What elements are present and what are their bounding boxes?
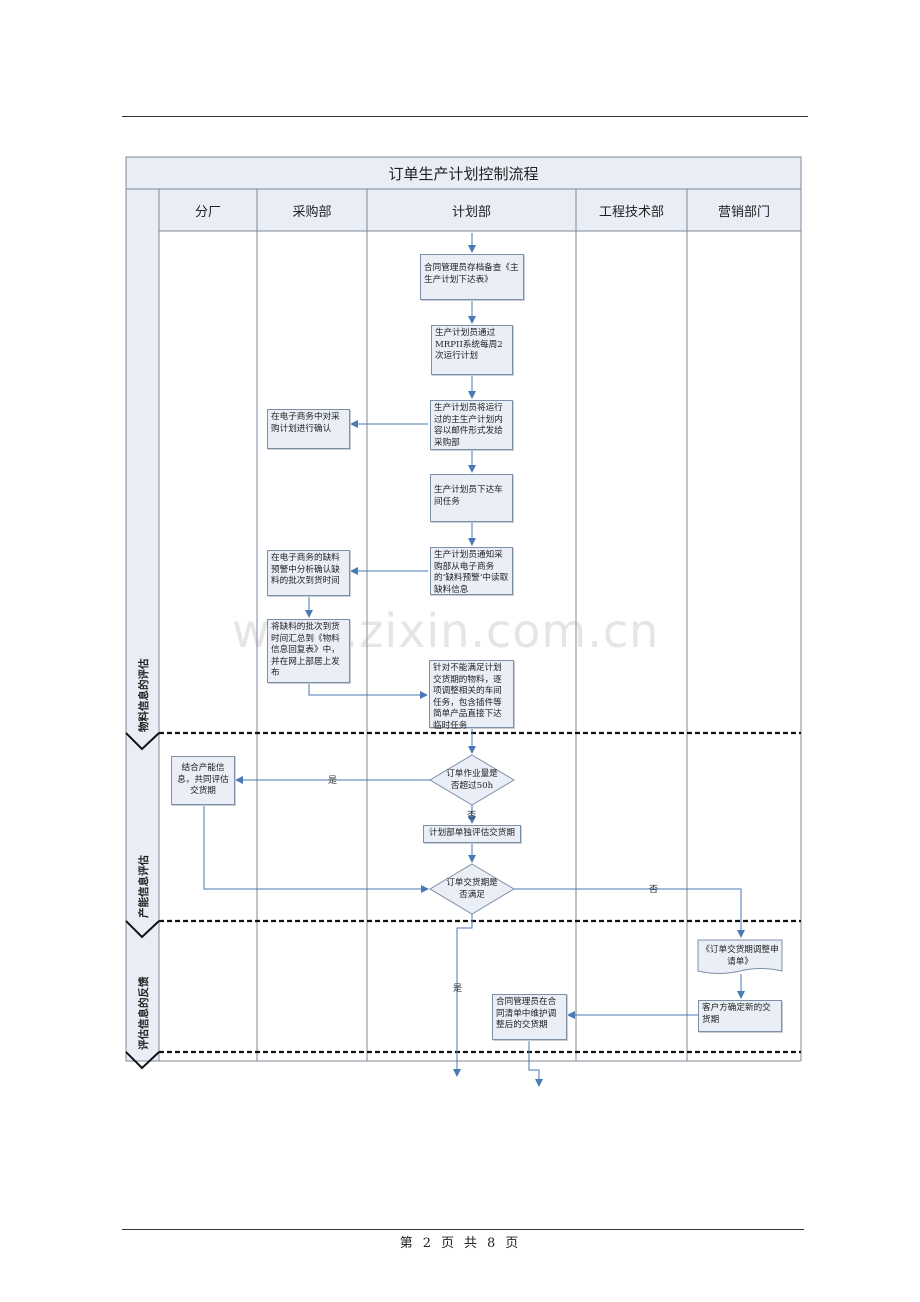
node-n13: 客户方确定新的交货期 [698,1000,782,1032]
chart-title: 订单生产计划控制流程 [388,164,539,183]
phase-label-feedback: 评估信息的反馈 [138,976,150,1051]
edge-label-no-2: 否 [649,885,659,895]
lane-header-planning: 计划部 [451,204,491,220]
node-n14: 合同管理员在合同清单中维护调整后的交货期 [492,994,567,1040]
lane-header-marketing: 营销部门 [717,204,770,220]
node-n5: 生产计划员下达车间任务 [430,474,513,522]
footer-total: 8 [487,1236,498,1251]
node-n9: 针对不能满足计划交货期的物料，逐项调整相关的车间任务，包含插件等简单产品直接下达… [429,660,514,731]
decision-d2-label: 订单交货期是否满足 [446,878,498,900]
footer-suffix: 页 [505,1236,521,1251]
title-bar [125,156,802,190]
footer-mid1: 页 [440,1236,456,1251]
lane-header-purchasing: 采购部 [292,204,332,220]
footer-mid2: 共 [464,1236,480,1251]
footer-prefix: 第 [399,1236,415,1251]
footer-page: 2 [422,1236,433,1251]
node-n6: 生产计划员通知采购部从电子商务的‘缺料预警’中读取缺料信息 [430,547,513,595]
node-n11: 计划部单独评估交货期 [423,825,521,843]
node-n10: 结合产能信息，共同评估交货期 [171,756,235,805]
document-n12-label: 《订单交货期调整申请单》 [701,945,779,967]
node-n3: 生产计划员将运行过的主生产计划内容以邮件形式发给采购部 [430,400,513,450]
edge-label-no-1: 否 [467,811,477,821]
node-n8: 将缺料的批次到货时间汇总到《物料信息回复表》中，并在网上部居上发布 [267,619,350,683]
phase-column [125,188,160,1062]
lane-header-bar [158,188,802,232]
phase-separators [159,731,801,1054]
node-n1: 合同管理员存档备查《主生产计划下达表》 [420,254,524,300]
phase-label-capacity: 产能信息评估 [138,855,150,918]
node-n2: 生产计划员通过MRPII系统每周2次运行计划 [431,325,513,375]
decision-d1-label: 订单作业量是否超过50h [446,769,498,791]
node-n7: 在电子商务的缺料预警中分析确认缺料的批次到货时间 [267,550,350,596]
edge-label-yes-1: 是 [328,776,338,786]
lane-header-engineering: 工程技术部 [598,204,664,220]
node-n4: 在电子商务中对采购计划进行确认 [267,409,350,449]
lane-header-branch: 分厂 [194,204,221,220]
connectors [203,233,745,1087]
footer-rule [122,1229,804,1230]
lane-grid [158,157,802,1062]
phase-label-material: 物料信息的评估 [138,658,150,733]
edge-label-yes-2: 是 [453,984,463,994]
document-n12-shape [697,939,783,974]
phase-chevrons [125,732,160,1070]
header-rule [122,116,808,117]
